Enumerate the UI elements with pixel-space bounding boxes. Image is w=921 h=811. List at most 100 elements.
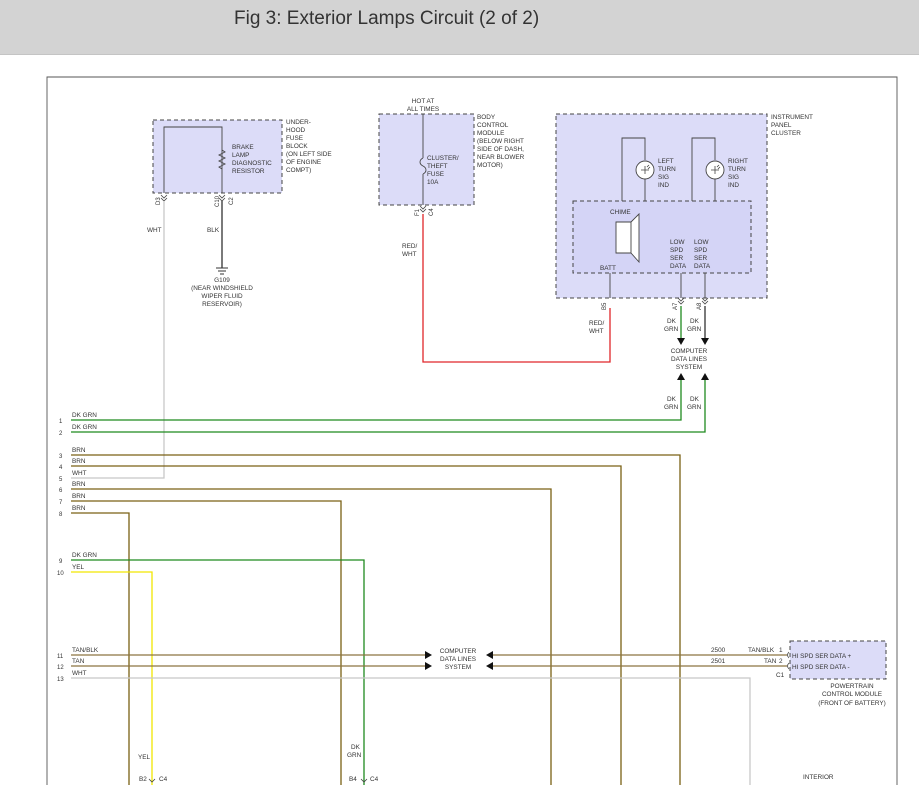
wire-label-13: WHT <box>72 670 87 677</box>
underhood-label-4: (ON LEFT SIDE <box>286 151 332 158</box>
arrow-mid-3-icon <box>486 651 493 659</box>
wire-d3-label: WHT <box>147 227 162 234</box>
ground-id: G109 <box>214 277 230 284</box>
wire-label-12: TAN <box>72 658 85 665</box>
arrow-up-2-icon <box>701 373 709 380</box>
wire-label-8: BRN <box>72 505 86 512</box>
underhood-label-1: HOOD <box>286 127 306 134</box>
bcm-label-1: CONTROL <box>477 122 509 129</box>
ipc-dkgrn1-label-1: GRN <box>664 326 679 333</box>
wire-num-8: 8 <box>59 512 63 518</box>
wire-num-11: 11 <box>57 654 64 660</box>
wire-num-7: 7 <box>59 500 63 506</box>
page-title: Fig 3: Exterior Lamps Circuit (2 of 2) <box>234 8 540 29</box>
low1-label-0: LOW <box>670 239 686 246</box>
wire-label-4: BRN <box>72 458 86 465</box>
left-ind-label-2: SIG <box>658 174 669 181</box>
ground-icon <box>216 267 228 275</box>
left-ind-label-1: TURN <box>658 166 676 173</box>
wire-3-brn <box>71 454 681 785</box>
low1-label-1: SPD <box>670 247 684 254</box>
ipc-label-1: PANEL <box>771 122 792 129</box>
wire-num-2: 2 <box>59 431 63 437</box>
ipc-label-0: INSTRUMENT <box>771 114 813 121</box>
wire-label-1: DK GRN <box>72 412 97 419</box>
pcm-pin-2: 2 <box>779 658 783 665</box>
ipc-dkgrn3-label-0: DK <box>667 396 677 403</box>
fuse-label-1: THEFT <box>427 163 448 170</box>
fuse-label-2: FUSE <box>427 171 444 178</box>
bcm-label-3: (BELOW RIGHT <box>477 138 524 145</box>
right-ind-label-1: TURN <box>728 166 746 173</box>
pcm-pin-1: 1 <box>779 647 783 654</box>
arrow-a8-icon <box>701 338 709 345</box>
ipc-dkgrn3-label-1: GRN <box>664 404 679 411</box>
bottom-c4-a: C4 <box>159 776 168 783</box>
ipc-dkgrn4-label-1: GRN <box>687 404 702 411</box>
underhood-label-6: COMPT) <box>286 167 311 174</box>
wire-4-brn <box>71 465 622 785</box>
powertrain-control-module: 2500 2501 TAN/BLK TAN 1 2 C1 HI SPD SER … <box>711 640 887 707</box>
left-ind-label-3: IND <box>658 182 669 189</box>
body-control-module: HOT AT ALL TIMES CLUSTER/ THEFT FUSE 10A… <box>378 98 525 216</box>
fuse-icon <box>419 157 427 175</box>
arrow-up-1-icon <box>677 373 685 380</box>
fuse-label-3: 10A <box>427 179 439 186</box>
circuit-2501: 2501 <box>711 658 726 665</box>
wire-num-4: 4 <box>59 465 63 471</box>
bcm-label-0: BODY <box>477 114 496 121</box>
underhood-label-3: BLOCK <box>286 143 308 150</box>
low1-label-2: SER <box>670 255 684 262</box>
wire-label-2: DK GRN <box>72 424 97 431</box>
pcm-data-plus: HI SPD SER DATA + <box>792 653 852 660</box>
bcm-wire-label-0: RED/ <box>402 243 417 250</box>
wire-num-13: 13 <box>57 677 64 683</box>
pcm-label-0: POWERTRAIN <box>830 683 874 690</box>
ipc-cdls-0: COMPUTER <box>671 348 708 355</box>
mid-cdls-2: SYSTEM <box>445 664 471 671</box>
mid-cdls-0: COMPUTER <box>440 648 477 655</box>
underhood-label-2: FUSE <box>286 135 303 142</box>
wire-label-3: BRN <box>72 447 86 454</box>
arrow-mid-4-icon <box>486 662 493 670</box>
ipc-redwht-label-1: WHT <box>589 328 604 335</box>
circuit-2500: 2500 <box>711 647 726 654</box>
low1-label-3: DATA <box>670 263 687 270</box>
connector-mark-a7 <box>677 297 685 305</box>
pcm-label-1: CONTROL MODULE <box>822 691 882 698</box>
ground-loc-0: (NEAR WINDSHIELD <box>191 285 253 292</box>
ipc-dkgrn2-label-1: GRN <box>687 326 702 333</box>
pin-c2: C2 <box>229 197 235 205</box>
pcm-connector: C1 <box>776 672 785 679</box>
mid-cdls-1: DATA LINES <box>440 656 476 663</box>
instrument-panel-cluster: INSTRUMENT PANEL CLUSTER LEFT TURN SIG I… <box>555 113 813 310</box>
wire-num-9: 9 <box>59 559 63 565</box>
bottom-yel-label: YEL <box>138 754 151 761</box>
ground-loc-2: RESERVOIR) <box>202 301 242 308</box>
wire-8-brn <box>71 512 130 785</box>
arrow-mid-2-icon <box>425 662 432 670</box>
resistor-label-2: DIAGNOSTIC <box>232 160 272 167</box>
wire-2-dkgrn <box>71 380 706 433</box>
wire-num-3: 3 <box>59 454 63 460</box>
ipc-dkgrn1-label-0: DK <box>667 318 677 325</box>
bcm-label-5: NEAR BLOWER <box>477 154 525 161</box>
pin-a8: A8 <box>697 302 703 310</box>
chime-label: CHIME <box>610 209 631 216</box>
right-ind-label-0: RIGHT <box>728 158 748 165</box>
diagram-frame <box>46 76 898 785</box>
pin-f1: F1 <box>415 208 421 216</box>
arrow-mid-1-icon <box>425 651 432 659</box>
resistor-label-3: RESISTOR <box>232 168 265 175</box>
fuse-label-0: CLUSTER/ <box>427 155 459 162</box>
wire-num-5: 5 <box>59 477 63 483</box>
bottom-interior: INTERIOR <box>803 774 834 781</box>
pin-bcm-c4: C4 <box>429 208 435 216</box>
bottom-c4-b: C4 <box>370 776 379 783</box>
bcm-label-6: MOTOR) <box>477 162 503 169</box>
wire-d3-wht <box>71 201 165 479</box>
bottom-dkgrn-1: GRN <box>347 752 362 759</box>
bottom-b4: B4 <box>349 776 357 783</box>
right-ind-label-3: IND <box>728 182 739 189</box>
